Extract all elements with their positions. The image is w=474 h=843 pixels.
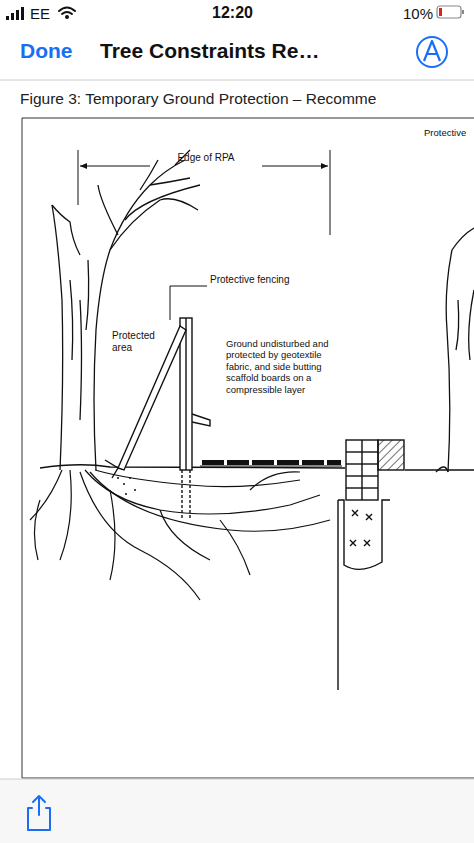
fig-label: Protective [424,128,466,139]
carrier-name: EE [30,5,50,22]
done-button: Done [20,39,73,63]
battery-level: 10% [403,5,433,22]
dimension-label: Edge of RPA [152,152,260,164]
fig-label: Protected area [112,330,168,353]
fig-note: Ground undisturbed and protected by geot… [226,338,350,395]
fig-label: Protective fencing [210,274,290,286]
clock-time: 12:20 [212,4,253,22]
figure-caption: Figure 3: Temporary Ground Protection – … [20,90,376,108]
document-title: Tree Constraints Re… [100,39,319,63]
